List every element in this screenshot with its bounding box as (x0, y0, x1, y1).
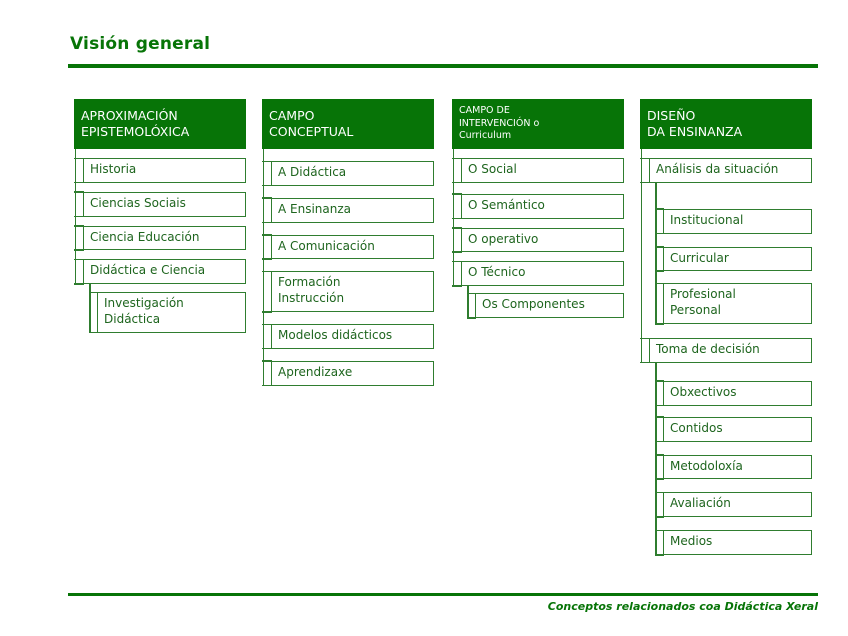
diagram-box: Metodoloxía (654, 454, 812, 480)
diagram-box: Profesional Personal (654, 282, 812, 325)
column-header-campo-conceptual: CAMPO CONCEPTUAL (262, 99, 434, 149)
diagram-box: A Comunicación (261, 234, 434, 260)
column-header-aproximacion-epistemoloxica: APROXIMACIÓN EPISTEMOLÓXICA (74, 99, 246, 149)
connector-spine-sub (655, 363, 657, 555)
column-campo-de-intervencion: CAMPO DE INTERVENCIÓN o Curriculum O Soci… (451, 99, 624, 319)
diagram-box: Ciencias Sociais (73, 191, 246, 217)
column-campo-conceptual: CAMPO CONCEPTUAL A Didáctica A Ensinanza A … (261, 99, 434, 387)
diagram-box: Investigación Didáctica (88, 291, 246, 334)
diagram-box: Avaliación (654, 491, 812, 518)
diagram-box: A Didáctica (261, 160, 434, 187)
diagram-box: O operativo (451, 227, 624, 253)
diagram-box: Análisis da situación (639, 157, 812, 184)
page-title: Visión general (70, 34, 211, 54)
connector-spine-sub (89, 284, 91, 333)
diagram-box: Contidos (654, 416, 812, 442)
diagram-box: O Semántico (451, 193, 624, 219)
diagram-box: Obxectivos (654, 380, 812, 407)
title-divider (68, 64, 818, 68)
connector-spine (74, 149, 76, 284)
diagram-box: O Social (451, 157, 624, 184)
diagram-box: Curricular (654, 246, 812, 272)
diagram-box: Medios (654, 529, 812, 556)
column-diseno-da-ensinanza: DISEÑO DA ENSINANZA Análisis da situación… (639, 99, 812, 556)
diagram-box: Ciencia Educación (73, 225, 246, 251)
connector-spine (452, 149, 454, 286)
diagram-box: Os Componentes (466, 292, 624, 319)
diagram-box: Toma de decisión (639, 337, 812, 364)
diagram-box: Didáctica e Ciencia (73, 258, 246, 285)
column-header-campo-de-intervencion: CAMPO DE INTERVENCIÓN o Curriculum (452, 99, 624, 149)
connector-spine-sub (655, 183, 657, 324)
diagram-box: Formación Instrucción (261, 270, 434, 313)
diagram-box: Modelos didácticos (261, 323, 434, 350)
column-header-diseno-da-ensinanza: DISEÑO DA ENSINANZA (640, 99, 812, 149)
connector-spine (262, 149, 264, 386)
connector-spine (640, 149, 642, 363)
diagram-box: Historia (73, 157, 246, 184)
footer-divider (68, 593, 818, 596)
diagram-box: O Técnico (451, 260, 624, 287)
diagram-box: Aprendizaxe (261, 360, 434, 387)
diagram-box: Institucional (654, 208, 812, 234)
connector-spine-sub (467, 286, 469, 318)
footer-caption: Conceptos relacionados coa Didáctica Xer… (547, 600, 818, 613)
diagram-box: A Ensinanza (261, 197, 434, 223)
